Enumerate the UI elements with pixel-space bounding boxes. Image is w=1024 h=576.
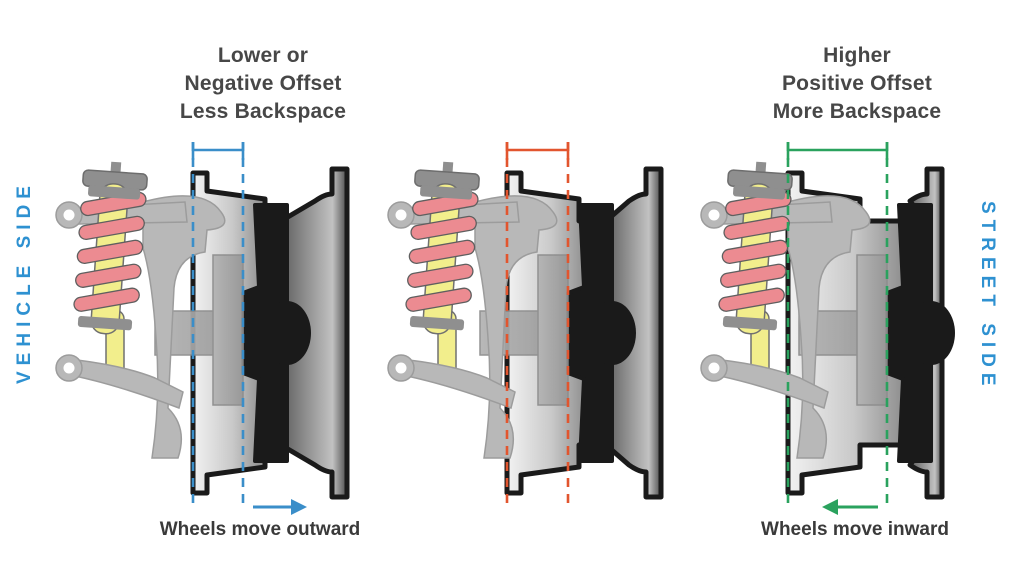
coilover-strut: [718, 161, 793, 335]
coilover-strut: [405, 161, 480, 335]
coilover-strut: [73, 161, 148, 335]
suspension-assembly: [55, 161, 226, 459]
offset-measurement: [505, 142, 570, 509]
vehicle-side-label: VEHICLE SIDE: [14, 180, 35, 384]
suspension-assembly: [700, 161, 871, 459]
wheel-cross-section: [190, 166, 350, 500]
arrow-left-icon: [822, 499, 878, 515]
offset-measurement: [786, 142, 889, 509]
offset-measurement: [191, 142, 245, 509]
arrow-right-icon: [253, 499, 307, 515]
positive-offset-title: Higher Positive Offset More Backspace: [772, 44, 942, 123]
suspension-assembly: [387, 161, 558, 459]
wheels-move-inward-caption: Wheels move inward: [761, 519, 949, 540]
street-side-label: STREET SIDE: [977, 200, 998, 392]
wheels-move-outward-caption: Wheels move outward: [159, 519, 361, 540]
negative-offset-title: Lower or Negative Offset Less Backspace: [179, 44, 347, 123]
